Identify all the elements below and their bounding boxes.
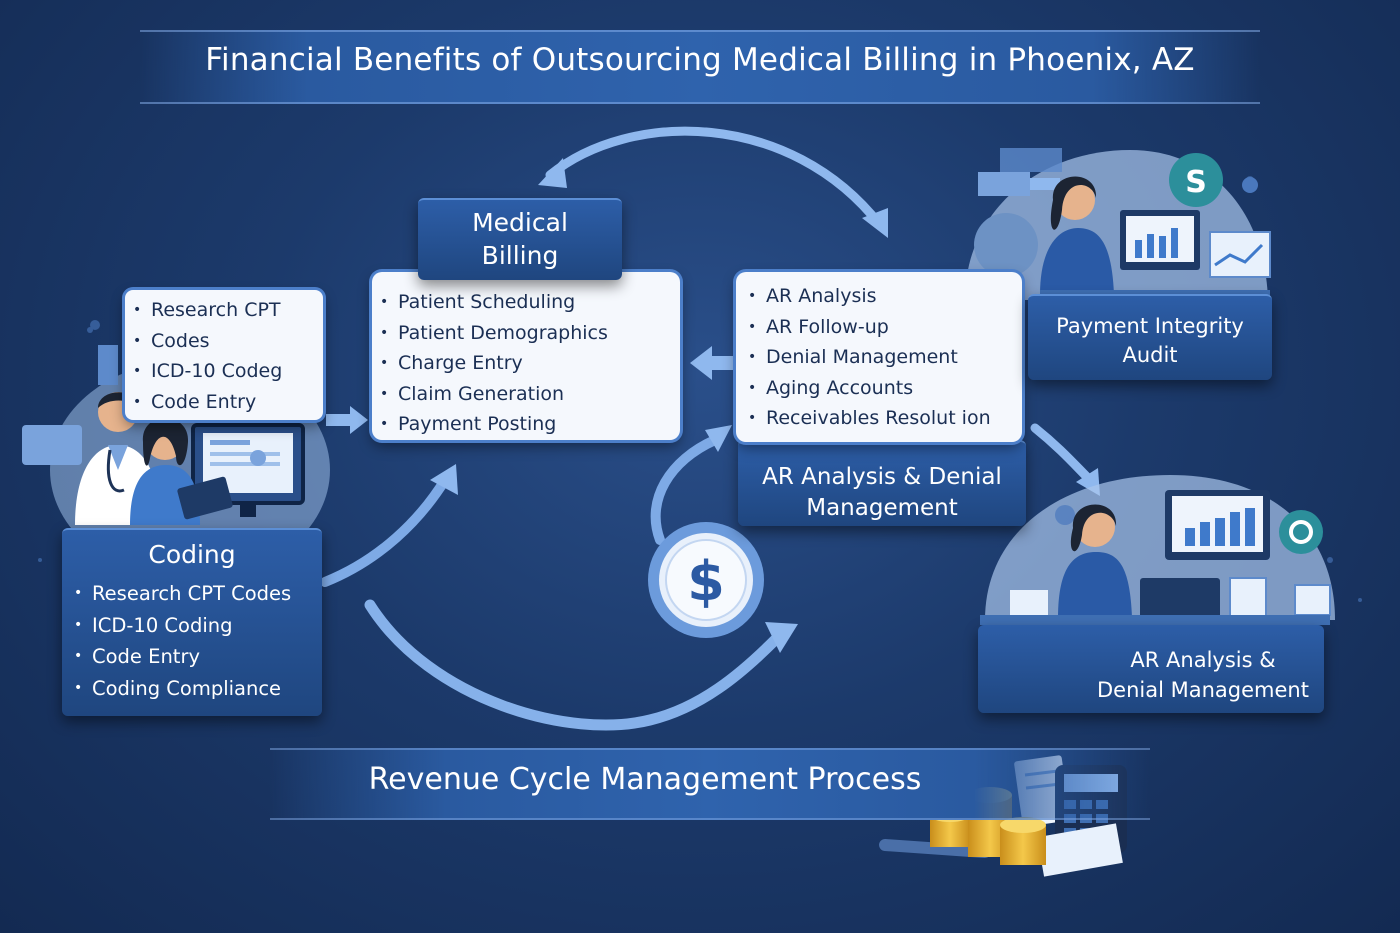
laptop-icon <box>177 476 233 520</box>
medical-billing-list: Patient Scheduling Patient Demographics … <box>372 272 680 440</box>
list-item: Payment Posting <box>372 409 680 440</box>
ar-denial-line2: Denial Management <box>1097 678 1309 702</box>
medical-billing-heading-line2: Billing <box>481 241 559 270</box>
medical-billing-heading-panel: Medical Billing <box>418 198 622 280</box>
ar-list-panel: AR Analysis AR Follow-up Denial Manageme… <box>736 272 1022 442</box>
ar-analysis-label-panel: AR Analysis & Denial Management <box>738 440 1026 526</box>
footer-title: Revenue Cycle Management Process <box>368 762 922 797</box>
coding-panel: Coding Research CPT Codes ICD-10 Coding … <box>62 528 322 716</box>
bottom-cycle-arrow <box>364 599 798 731</box>
list-item: Coding Compliance <box>66 673 322 705</box>
ar-label-line1: AR Analysis & Denial <box>762 464 1002 490</box>
ar-list: AR Analysis AR Follow-up Denial Manageme… <box>736 272 1022 434</box>
medical-billing-list-panel: Patient Scheduling Patient Demographics … <box>372 272 680 440</box>
list-item: Receivables Resolut ion <box>740 403 1022 434</box>
ar-to-desk-arrow <box>1030 423 1100 496</box>
list-item: Charge Entry <box>372 348 680 379</box>
ar-denial-illustration <box>980 475 1335 699</box>
title-banner <box>140 30 1260 104</box>
coding-heading: Coding <box>148 540 236 569</box>
list-item: Codes <box>125 326 323 357</box>
chart-icon <box>1135 228 1178 258</box>
list-item: Research CPT <box>125 295 323 326</box>
dollar-badge-icon <box>1169 153 1223 207</box>
list-item: Research CPT Codes <box>66 578 322 610</box>
list-item: AR Follow-up <box>740 312 1022 343</box>
list-item: Patient Scheduling <box>372 287 680 318</box>
dollar-cycle-icon: $ <box>648 425 764 638</box>
list-item: ICD-10 Coding <box>66 610 322 642</box>
payment-integrity-line1: Payment Integrity <box>1056 314 1244 338</box>
top-cycle-arrow <box>538 126 888 238</box>
ar-denial-line1: AR Analysis & <box>1130 648 1276 672</box>
coding-card-panel: Research CPT Codes ICD-10 Codeg Code Ent… <box>125 290 323 420</box>
decorative-dots <box>38 176 1362 602</box>
list-item: Aging Accounts <box>740 373 1022 404</box>
list-item: Code Entry <box>66 641 322 673</box>
payment-integrity-line2: Audit <box>1122 343 1178 367</box>
ar-denial-panel: AR Analysis & Denial Management <box>978 625 1324 713</box>
medical-billing-heading-line1: Medical <box>472 208 568 237</box>
payment-integrity-illustration: S <box>965 148 1271 300</box>
svg-text:$: $ <box>687 550 725 613</box>
coding-card-list: Research CPT Codes ICD-10 Codeg Code Ent… <box>125 290 323 417</box>
ar-to-billing-arrow <box>690 346 734 380</box>
svg-text:S: S <box>1185 165 1207 200</box>
list-item: Denial Management <box>740 342 1022 373</box>
list-item: Patient Demographics <box>372 318 680 349</box>
list-item: Claim Generation <box>372 379 680 410</box>
ar-label-line2: Management <box>806 495 958 521</box>
page-title: Financial Benefits of Outsourcing Medica… <box>205 42 1195 78</box>
list-item: AR Analysis <box>740 281 1022 312</box>
footer-banner <box>270 748 1150 820</box>
left-rising-arrow <box>320 464 458 587</box>
coding-to-billing-arrow <box>326 406 368 434</box>
list-item: ICD-10 Codeg <box>125 356 323 387</box>
coding-list: Research CPT Codes ICD-10 Coding Code En… <box>62 578 322 704</box>
list-item: Code Entry <box>125 387 323 418</box>
payment-integrity-panel: Payment Integrity Audit <box>1028 294 1272 380</box>
